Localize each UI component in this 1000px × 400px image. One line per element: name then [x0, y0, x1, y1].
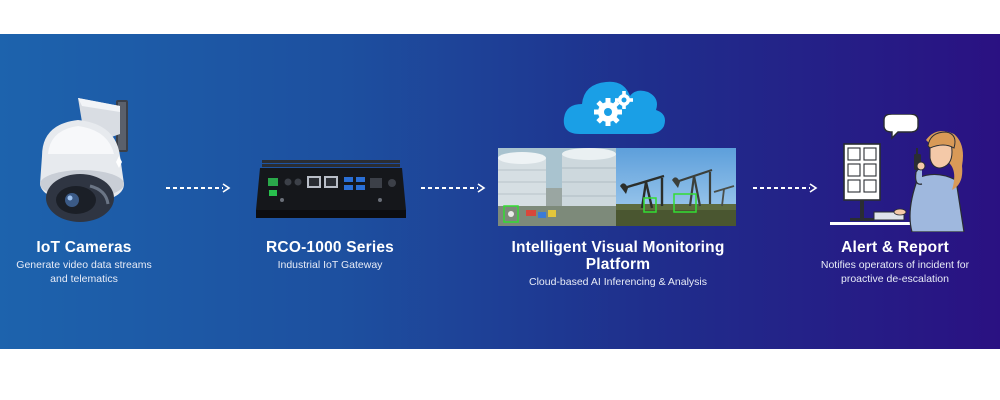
- desc-line: Industrial IoT Gateway: [277, 259, 383, 271]
- desc-line: Generate video data streams: [16, 259, 152, 271]
- stage-title: IoT Cameras: [36, 239, 132, 256]
- oil-pumpjacks-photo: [616, 148, 736, 226]
- stage-monitoring-platform: Intelligent Visual Monitoring Platform C…: [478, 239, 758, 289]
- stage-alert-report: Alert & Report Notifies operators of inc…: [795, 239, 995, 286]
- stage-title: Alert & Report: [841, 239, 949, 256]
- industrial-gateway-icon: [256, 160, 406, 218]
- title-line: Intelligent Visual Monitoring: [511, 239, 725, 256]
- stage-iot-cameras: IoT Cameras Generate video data streams …: [0, 239, 168, 286]
- stage-description: Cloud-based AI Inferencing & Analysis: [478, 275, 758, 289]
- stage-title: RCO-1000 Series: [266, 239, 394, 256]
- desc-line: and telematics: [50, 273, 118, 285]
- cloud-gears-icon: [563, 81, 665, 134]
- storage-tanks-photo: [498, 148, 616, 226]
- stage-gateway: RCO-1000 Series Industrial IoT Gateway: [240, 239, 420, 272]
- desc-line: proactive de-escalation: [841, 273, 949, 285]
- stage-description: Notifies operators of incident for proac…: [795, 258, 995, 286]
- flow-arrow-1: [166, 183, 231, 193]
- flow-arrow-2: [421, 183, 486, 193]
- flow-arrow-3: [753, 183, 818, 193]
- desc-line: Cloud-based AI Inferencing & Analysis: [528, 276, 708, 288]
- pipeline-banner: IoT Cameras Generate video data streams …: [0, 34, 1000, 349]
- stage-description: Industrial IoT Gateway: [240, 258, 420, 272]
- dome-camera-icon: [40, 98, 128, 222]
- stage-description: Generate video data streams and telemati…: [0, 258, 168, 286]
- operator-with-radio-icon: [830, 114, 965, 232]
- desc-line: Notifies operators of incident for: [820, 259, 970, 271]
- title-line: Platform: [585, 256, 651, 273]
- stage-title: Intelligent Visual Monitoring Platform: [478, 239, 758, 273]
